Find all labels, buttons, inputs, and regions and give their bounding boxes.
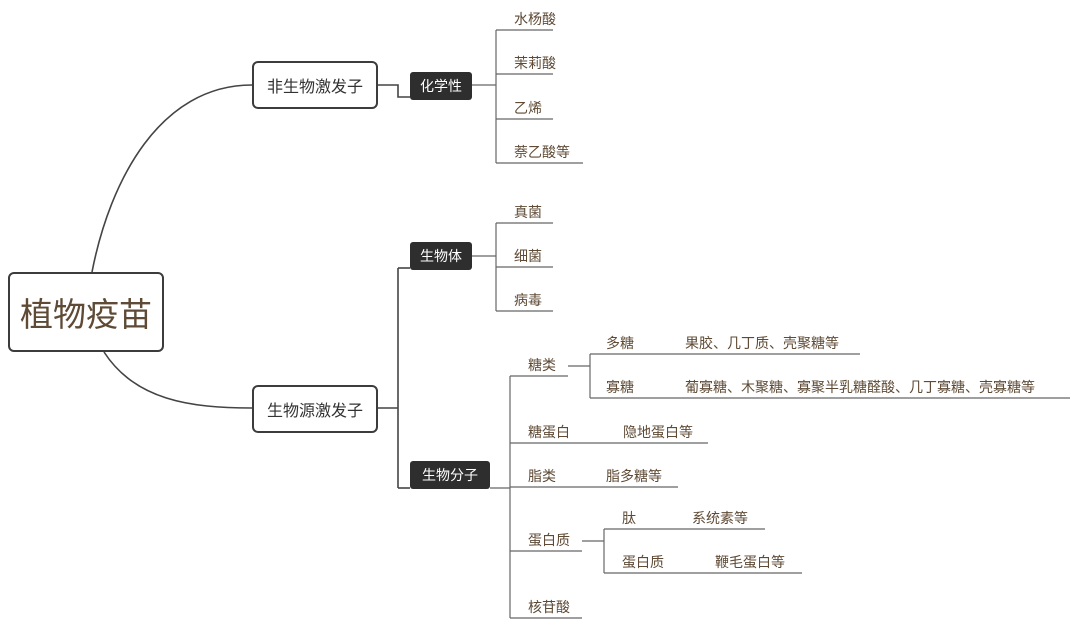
organism-category-node[interactable]: 生物体: [410, 242, 472, 270]
leaf-virus[interactable]: 病毒: [514, 293, 542, 309]
leaf-polysaccharide[interactable]: 多糖: [606, 336, 634, 352]
leaf-oligosaccharide[interactable]: 寡糖: [606, 380, 634, 396]
molecule-category-node[interactable]: 生物分子: [410, 461, 490, 489]
leaf-naphthaleneacetic-acid[interactable]: 萘乙酸等: [514, 145, 570, 161]
detail-glycoprotein[interactable]: 隐地蛋白等: [623, 425, 693, 441]
detail-polysaccharide[interactable]: 果胶、几丁质、壳聚糖等: [685, 336, 839, 352]
leaf-fungi[interactable]: 真菌: [514, 205, 542, 221]
leaf-peptide[interactable]: 肽: [622, 511, 636, 527]
chemical-category-node[interactable]: 化学性: [410, 72, 472, 100]
detail-peptide[interactable]: 系统素等: [692, 511, 748, 527]
detail-protein[interactable]: 鞭毛蛋白等: [715, 555, 785, 571]
leaf-salicylic-acid[interactable]: 水杨酸: [514, 12, 556, 28]
biotic-elicitor-node[interactable]: 生物源激发子: [252, 385, 378, 433]
leaf-glycoprotein[interactable]: 糖蛋白: [528, 425, 570, 441]
leaf-ethylene[interactable]: 乙烯: [514, 101, 542, 117]
leaf-protein[interactable]: 蛋白质: [528, 533, 570, 549]
detail-oligosaccharide[interactable]: 葡寡糖、木聚糖、寡聚半乳糖醛酸、几丁寡糖、壳寡糖等: [685, 380, 1035, 396]
leaf-jasmonic-acid[interactable]: 茉莉酸: [514, 56, 556, 72]
leaf-sugars[interactable]: 糖类: [528, 358, 556, 374]
root-node[interactable]: 植物疫苗: [8, 272, 164, 352]
leaf-nucleotide[interactable]: 核苷酸: [528, 600, 570, 616]
abiotic-elicitor-node[interactable]: 非生物激发子: [252, 61, 378, 109]
detail-lipid[interactable]: 脂多糖等: [606, 469, 662, 485]
leaf-bacteria[interactable]: 细菌: [514, 249, 542, 265]
leaf-protein-sub[interactable]: 蛋白质: [622, 555, 664, 571]
leaf-lipid[interactable]: 脂类: [528, 469, 556, 485]
